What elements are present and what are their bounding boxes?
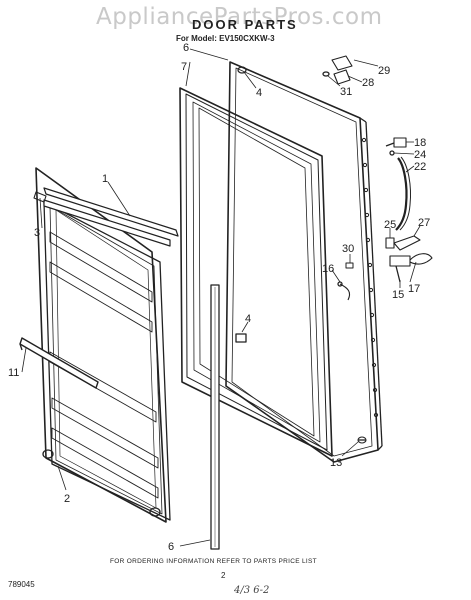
- label-part-16: 16: [322, 263, 334, 275]
- shelf-bar: [19, 337, 99, 389]
- diagram-title: DOOR PARTS: [192, 17, 298, 32]
- hinge-block: [385, 137, 407, 156]
- label-part-6b: 6: [168, 541, 174, 553]
- gasket-strip: [210, 284, 220, 550]
- handwritten-note: 4/3 6-2: [234, 585, 270, 596]
- model-line: For Model: EV150CXKW-3: [176, 34, 275, 43]
- label-part-4a: 4: [256, 87, 262, 99]
- door-handle: [395, 156, 411, 231]
- latch-assembly: [385, 235, 433, 283]
- label-part-31: 31: [340, 86, 352, 98]
- label-part-22: 22: [414, 161, 426, 173]
- label-part-2: 2: [64, 493, 70, 505]
- label-part-13: 13: [330, 457, 342, 469]
- watermark: AppliancePartsPros.com: [96, 4, 383, 30]
- label-part-30: 30: [342, 243, 354, 255]
- hardware-28-29-31: [322, 55, 353, 85]
- label-part-29: 29: [378, 65, 390, 77]
- screw-13: [357, 436, 367, 444]
- leader-lines: [21, 48, 421, 547]
- breaker-strip-top: [43, 187, 179, 247]
- inner-door-liner: [35, 167, 171, 523]
- label-part-18: 18: [414, 137, 426, 149]
- document-number: 789045: [8, 580, 35, 589]
- clip-part-3: [33, 191, 47, 203]
- label-part-7: 7: [181, 61, 187, 73]
- label-part-6a: 6: [183, 42, 189, 54]
- label-part-4b: 4: [245, 313, 251, 325]
- label-part-17: 17: [408, 283, 420, 295]
- screws-16-30: [337, 262, 354, 301]
- label-part-25: 25: [384, 219, 396, 231]
- label-part-11: 11: [8, 367, 19, 379]
- page-number: 2: [221, 571, 226, 580]
- door-gasket: [179, 87, 333, 457]
- ordering-footer: FOR ORDERING INFORMATION REFER TO PARTS …: [110, 558, 317, 565]
- label-part-28: 28: [362, 77, 374, 89]
- label-part-1: 1: [102, 173, 108, 185]
- outer-door-panel: [225, 61, 383, 463]
- label-part-27: 27: [418, 217, 430, 229]
- label-part-3: 3: [34, 227, 40, 239]
- label-part-15: 15: [392, 289, 404, 301]
- label-part-24: 24: [414, 149, 426, 161]
